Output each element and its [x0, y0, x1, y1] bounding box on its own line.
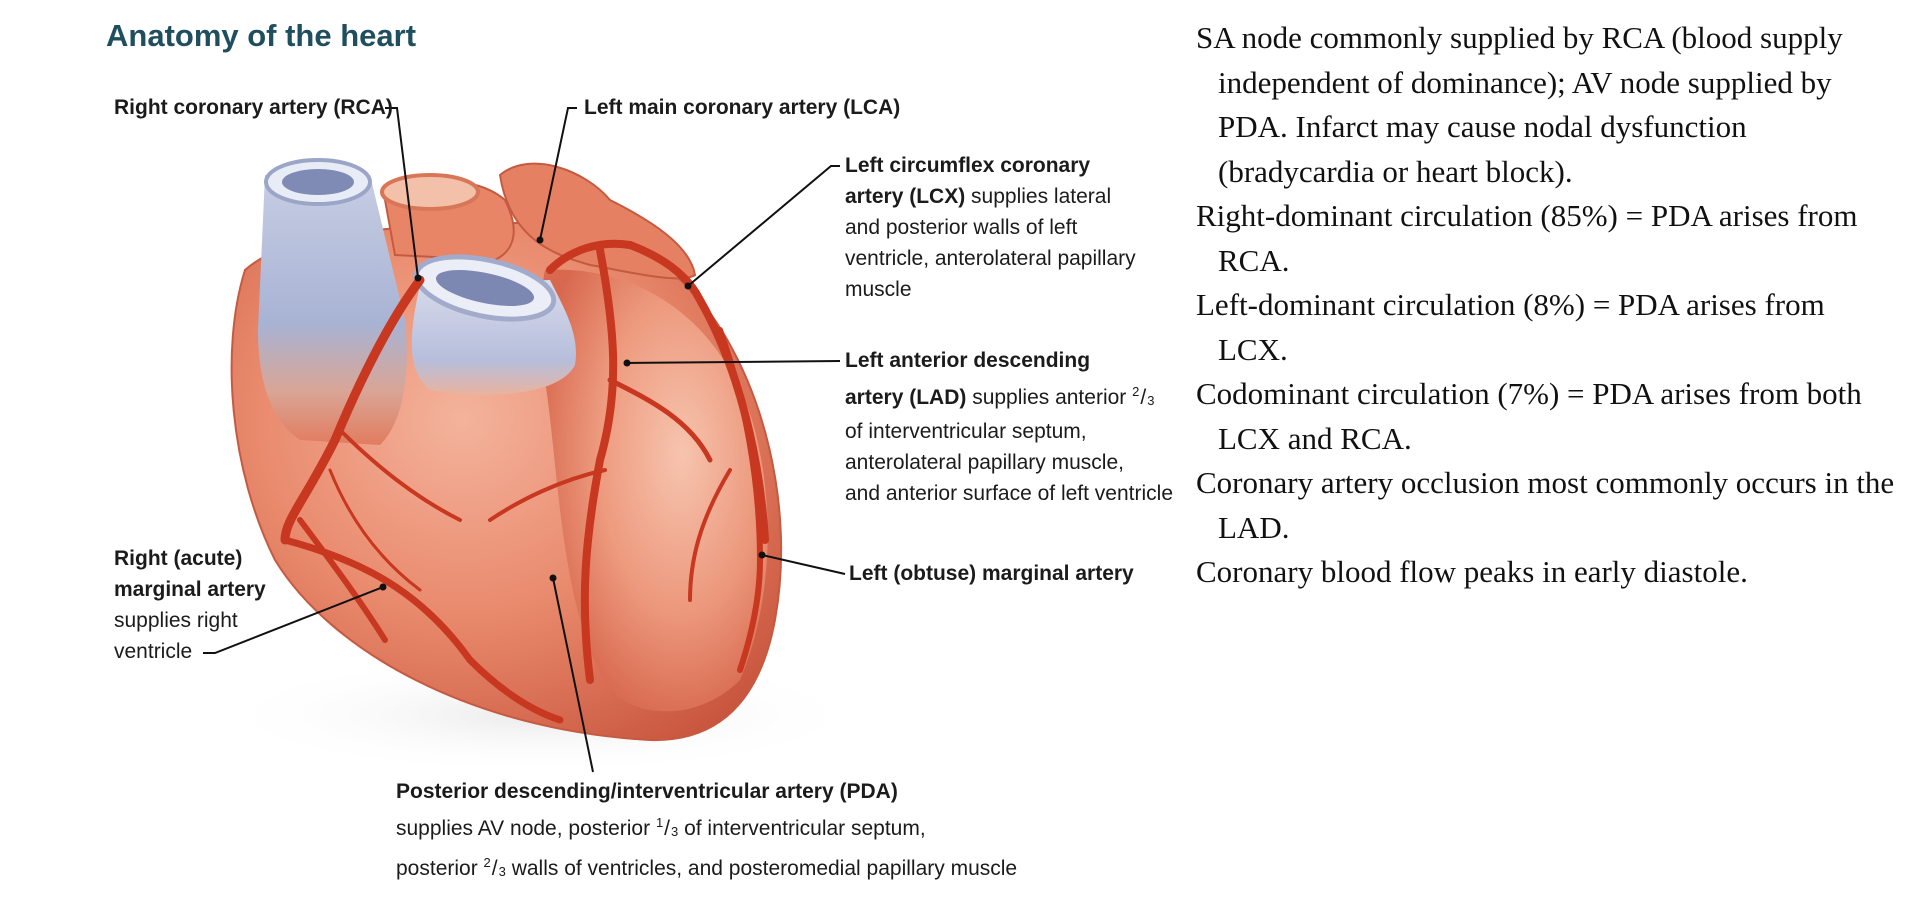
- label-rca: Right coronary artery (RCA): [114, 92, 393, 123]
- septal-branch: [488, 468, 607, 522]
- leader-lcx: [687, 165, 840, 287]
- label-lcx-line-4: ventricle, anterolateral papillary: [845, 247, 1136, 270]
- leader-acute: [203, 586, 384, 654]
- note-right-dominant: Right-dominant circulation (85%) = PDA a…: [1196, 198, 1858, 278]
- pda-vessel: [281, 536, 564, 724]
- rca-vessel: [280, 275, 425, 545]
- obtuse-marginal-vessel: [717, 327, 764, 673]
- label-lca-text: Left main coronary artery (LCA): [584, 96, 901, 119]
- label-pda-l2-num: 1: [655, 815, 664, 830]
- leader-dots: [379, 236, 766, 591]
- lca-vessel: [546, 239, 634, 274]
- pulmonary-opening: [380, 173, 480, 211]
- label-pda-l3-b: walls of ventricles, and posteromedial p…: [505, 857, 1018, 880]
- dot-lca: [536, 236, 544, 244]
- label-lcx-bold-1: Left circumflex coronary: [845, 154, 1091, 177]
- aorta-lumen: [435, 270, 535, 306]
- label-pda-bold-1: Posterior descending/interventricular ar…: [396, 780, 898, 803]
- lv-branch: [688, 468, 732, 602]
- dot-lcx: [684, 282, 692, 290]
- label-lca: Left main coronary artery (LCA): [584, 92, 900, 123]
- label-lcx-rest-2: supplies lateral: [965, 185, 1112, 208]
- note-lad-occlusion: Coronary artery occlusion most commonly …: [1196, 465, 1895, 545]
- superior-vena-cava: [258, 175, 407, 445]
- coronary-arteries: [280, 239, 769, 724]
- dot-acute: [379, 583, 387, 591]
- leader-obtuse: [761, 554, 846, 575]
- label-lad: Left anterior descending artery (LAD) su…: [845, 345, 1173, 509]
- rv-branch: [338, 428, 462, 522]
- label-lcx-line-3: and posterior walls of left: [845, 216, 1078, 239]
- note-sa-node: SA node commonly supplied by RCA (blood …: [1196, 20, 1843, 189]
- label-pda: Posterior descending/interventricular ar…: [396, 780, 1018, 880]
- acute-marginal-vessel: [297, 517, 388, 643]
- label-lad-bold-1: Left anterior descending: [845, 349, 1091, 372]
- dot-rca: [414, 274, 422, 282]
- label-lad-line-3: of interventricular septum,: [845, 420, 1087, 443]
- lcx-vessel: [626, 241, 769, 544]
- label-acute: Right (acute) marginal artery supplies r…: [114, 543, 266, 667]
- label-lad-frac-den: 3: [1147, 393, 1155, 408]
- label-acute-bold-2: marginal artery: [114, 578, 266, 601]
- diagram-title: Anatomy of the heart: [106, 18, 417, 53]
- diagonal-branch: [607, 377, 713, 463]
- svc-lumen: [282, 169, 354, 195]
- left-ventricle: [541, 269, 768, 712]
- rv-branch-2: [328, 468, 422, 592]
- label-pda-l2-b: of interventricular septum,: [678, 817, 926, 840]
- label-lcx-bold-2: artery (LCX): [845, 185, 966, 208]
- label-pda-l3-num: 2: [483, 855, 491, 870]
- label-obtuse: Left (obtuse) marginal artery: [849, 558, 1134, 589]
- heart-illustration: [203, 107, 870, 775]
- dot-obtuse: [758, 551, 766, 559]
- dot-pda: [549, 574, 557, 582]
- leader-lca: [539, 107, 577, 241]
- label-acute-line-3: supplies right: [114, 609, 238, 632]
- label-rca-text: Right coronary artery (RCA): [114, 96, 393, 119]
- dot-lad: [623, 359, 631, 367]
- label-pda-l3-a: posterior: [396, 857, 484, 880]
- note-blood-flow: Coronary blood flow peaks in early diast…: [1196, 554, 1748, 589]
- label-lad-bold-2: artery (LAD): [845, 386, 967, 409]
- note-left-dominant: Left-dominant circulation (8%) = PDA ari…: [1196, 287, 1825, 367]
- label-lad-line-4: anterolateral papillary muscle,: [845, 451, 1124, 474]
- label-pda-l3-den: 3: [498, 864, 506, 879]
- label-lcx: Left circumflex coronary artery (LCX) su…: [845, 150, 1136, 305]
- label-lcx-line-5: muscle: [845, 278, 912, 301]
- leader-rca: [385, 107, 419, 279]
- label-lad-line-5: and anterior surface of left ventricle: [845, 482, 1174, 505]
- leader-lad: [626, 360, 841, 364]
- lad-vessel: [580, 246, 618, 684]
- label-pda-l2-a: supplies AV node, posterior: [396, 817, 656, 840]
- notes-panel: SA node commonly supplied by RCA (blood …: [1196, 16, 1896, 595]
- label-lad-frac-num: 2: [1132, 384, 1140, 399]
- note-codominant: Codominant circulation (7%) = PDA arises…: [1196, 376, 1862, 456]
- label-acute-bold-1: Right (acute): [114, 547, 243, 570]
- leader-pda: [552, 577, 594, 773]
- leader-lines: [203, 107, 846, 773]
- label-obtuse-text: Left (obtuse) marginal artery: [849, 562, 1134, 585]
- label-lad-rest-2: supplies anterior: [966, 386, 1133, 409]
- label-acute-line-4: ventricle: [114, 640, 193, 663]
- label-pda-l2-den: 3: [671, 824, 679, 839]
